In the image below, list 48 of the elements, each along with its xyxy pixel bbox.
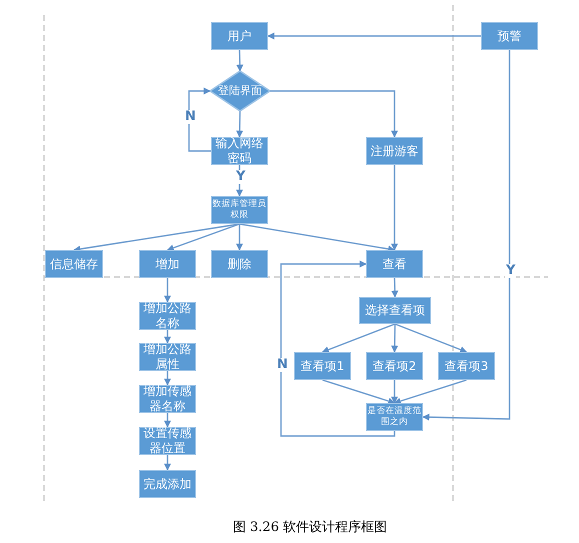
process-box: 查看 [366, 250, 423, 278]
edge-label: N [184, 110, 197, 124]
process-box: 设置传感器位置 [139, 427, 196, 455]
process-box: 用户 [211, 22, 268, 50]
process-box: 预警 [481, 22, 538, 50]
edge-label: Y [505, 264, 516, 278]
arrow [164, 371, 171, 386]
arrow [166, 223, 240, 252]
arrow [164, 455, 171, 471]
arrow [267, 32, 481, 40]
arrow [391, 324, 398, 353]
process-box: 查看项3 [438, 352, 495, 380]
arrow [391, 165, 398, 251]
process-box: 信息储存 [45, 250, 103, 278]
process-box: 是否在温度范围之内 [366, 403, 423, 431]
arrow [236, 50, 244, 72]
figure-caption: 图 3.26 软件设计程序框图 [232, 519, 388, 536]
process-box: 增加公路名称 [139, 302, 196, 330]
decision-label: 登陆界面 [218, 84, 262, 98]
arrow [394, 323, 468, 353]
arrow [322, 323, 396, 353]
arrow [164, 330, 171, 344]
process-box: 增加公路属性 [139, 343, 196, 371]
process-box: 输入网络密码 [211, 137, 268, 165]
process-box: 增加 [139, 250, 196, 278]
arrow [394, 379, 467, 404]
process-box: 选择查看项 [359, 297, 431, 324]
arrow [280, 260, 396, 437]
arrow [188, 88, 211, 152]
edge-label: Y [235, 170, 246, 184]
process-box: 删除 [211, 250, 268, 278]
arrow [422, 50, 510, 421]
process-box: 完成添加 [139, 470, 196, 498]
arrow [391, 278, 398, 298]
process-box: 查看项2 [366, 352, 423, 380]
arrow [236, 110, 244, 138]
arrow [391, 380, 398, 404]
process-box: 注册游客 [366, 137, 423, 165]
arrow [236, 224, 243, 251]
arrow [270, 90, 398, 138]
process-box: 增加传感器名称 [139, 385, 196, 413]
process-box: 查看项1 [294, 352, 351, 380]
edge-label: N [276, 358, 289, 372]
process-box: 数据库管理员权限 [211, 196, 268, 224]
arrow [164, 278, 171, 303]
arrow [164, 413, 171, 428]
arrow [322, 379, 396, 404]
arrow [239, 223, 396, 252]
